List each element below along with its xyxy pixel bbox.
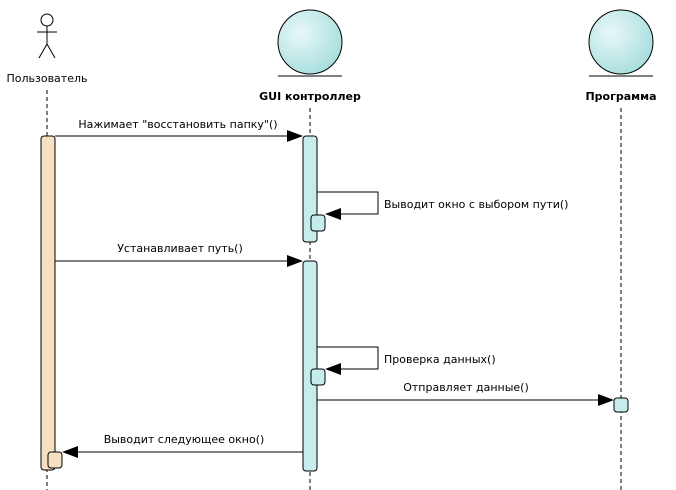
message-6-label: Выводит следующее окно() [104, 433, 265, 446]
message-5-label: Отправляет данные() [403, 381, 529, 394]
message-5[interactable]: Отправляет данные() [317, 381, 614, 406]
control-circle-icon [277, 9, 343, 77]
message-1[interactable]: Нажимает "восстановить папку"() [55, 118, 303, 142]
lifeline-gui-label: GUI контроллер [259, 90, 361, 103]
message-4[interactable]: Проверка данных() [317, 346, 496, 375]
actor-stick-figure-icon [37, 13, 57, 59]
message-2-label: Выводит окно с выбором пути() [384, 198, 568, 211]
lifeline-program[interactable]: Программа [585, 9, 657, 490]
arrowhead-icon [287, 130, 303, 142]
activation-user-nested[interactable] [47, 451, 63, 469]
message-6[interactable]: Выводит следующее окно() [62, 433, 303, 458]
message-3-label: Устанавливает путь() [117, 242, 243, 255]
activation-gui-1-nested[interactable] [310, 214, 326, 232]
control-circle-icon [588, 9, 654, 77]
activation-gui-2[interactable] [302, 260, 318, 472]
arrowhead-icon [287, 255, 303, 267]
arrowhead-icon [325, 208, 341, 220]
arrowhead-icon [325, 363, 341, 375]
lifeline-program-label: Программа [585, 90, 656, 103]
lifeline-gui-controller[interactable]: GUI контроллер [259, 9, 361, 490]
arrowhead-icon [598, 394, 614, 406]
activation-gui-2-nested[interactable] [310, 368, 326, 386]
message-3[interactable]: Устанавливает путь() [55, 242, 303, 267]
message-4-label: Проверка данных() [384, 353, 496, 366]
lifeline-user-label: Пользователь [6, 72, 87, 85]
message-1-label: Нажимает "восстановить папку"() [78, 118, 277, 131]
activation-user[interactable] [40, 135, 56, 471]
activation-program[interactable] [613, 397, 629, 413]
arrowhead-icon [62, 446, 78, 458]
message-2[interactable]: Выводит окно с выбором пути() [317, 191, 568, 220]
